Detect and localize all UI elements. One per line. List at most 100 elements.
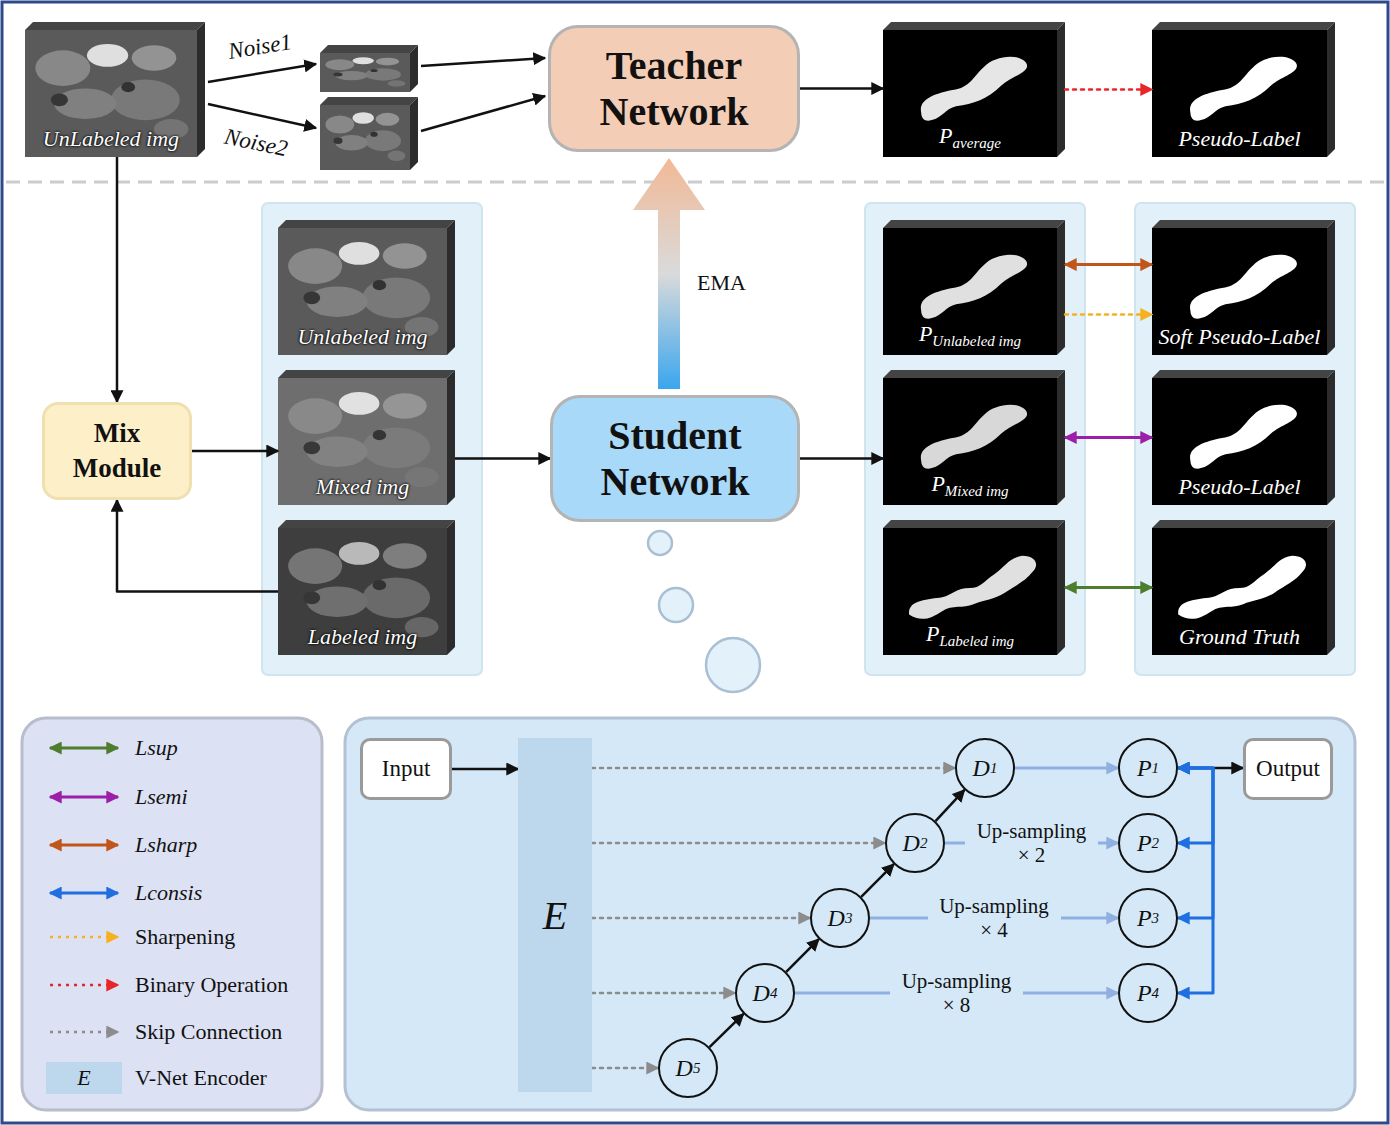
legend-sample [50, 984, 118, 987]
image-caption: Labeled img [278, 624, 447, 650]
image-caption: Mixed img [278, 474, 447, 500]
connector [116, 157, 119, 402]
noise-arrow [208, 104, 316, 128]
image-caption: PMixed img [883, 471, 1057, 500]
connector [1065, 88, 1152, 91]
node-label: D [828, 905, 845, 932]
node-label: P [919, 321, 932, 346]
image-group [25, 22, 1335, 655]
prediction-circle: P1 [1118, 738, 1178, 798]
prediction-image: PMixed img [883, 370, 1065, 505]
box-top-face [320, 45, 418, 53]
ct-scan [320, 53, 410, 92]
edge-label: Up-sampling × 4 [928, 894, 1061, 942]
node-label: Unlabeled img [297, 324, 427, 349]
ema-arrow [633, 158, 705, 389]
teacher-input-arrow [421, 58, 545, 66]
mask-ground [1152, 30, 1327, 157]
legend-sample [50, 936, 118, 939]
node-label: UnLabeled img [43, 126, 179, 151]
mask-ground [883, 30, 1057, 157]
ct-anatomy [325, 57, 405, 86]
prediction-image: PUnlabeled img [883, 220, 1065, 355]
image-caption: Soft Pseudo-Label [1152, 324, 1327, 350]
network-box: Student Network [550, 395, 800, 522]
node-label: D [973, 755, 990, 782]
box-side-face [1327, 520, 1335, 655]
subscript: 3 [1152, 910, 1160, 927]
encoder-bar: E [518, 738, 592, 1092]
swatch-letter: E [77, 1065, 90, 1091]
box-top-face [883, 520, 1065, 528]
legend-text: Lsharp [135, 831, 197, 859]
connector [592, 842, 885, 845]
connector [1178, 768, 1213, 993]
image-caption: PUnlabeled img [883, 321, 1057, 350]
node-label: Ground Truth [1179, 624, 1300, 649]
connector [452, 768, 518, 771]
connector [795, 992, 1118, 995]
decoder-circle: D2 [885, 813, 945, 873]
prediction-circle: P4 [1118, 963, 1178, 1023]
node-label: Soft Pseudo-Label [1159, 324, 1321, 349]
ct-anatomy [288, 542, 438, 637]
io-box: Output [1243, 738, 1333, 800]
box-side-face [410, 45, 418, 92]
subscript: 2 [1152, 835, 1160, 852]
node-label: D [903, 830, 920, 857]
prediction-circle: P3 [1118, 888, 1178, 948]
mask-shape [921, 405, 1027, 469]
image-caption: PLabeled img [883, 621, 1057, 650]
box-side-face [1327, 220, 1335, 355]
connector [592, 917, 810, 920]
ct-anatomy [35, 44, 188, 139]
box-top-face [883, 22, 1065, 30]
edge-label: EMA [697, 270, 746, 296]
box-top-face [1152, 220, 1335, 228]
ct-scan [278, 378, 447, 505]
node-label: Labeled img [308, 624, 417, 649]
node-label: Pseudo-Label [1178, 126, 1300, 151]
ct-anatomy [288, 242, 438, 337]
legend-text: Sharpening [135, 923, 235, 951]
box-side-face [1057, 220, 1065, 355]
legend-panel [22, 718, 322, 1110]
connector [1065, 586, 1152, 589]
target-panel [1135, 203, 1355, 675]
label-image: Pseudo-Label [1152, 22, 1335, 157]
connector [786, 939, 819, 972]
connector [192, 450, 278, 453]
prediction-panel [865, 203, 1085, 675]
ct-image: Labeled img [278, 520, 455, 655]
legend-sample [50, 747, 118, 750]
node-label: P [939, 123, 952, 148]
node-label: Pseudo-Label [1178, 474, 1300, 499]
connector [861, 864, 894, 897]
connector [800, 457, 883, 460]
subscript: 1 [1152, 760, 1160, 777]
connector [1015, 767, 1118, 770]
box-top-face [1152, 370, 1335, 378]
box-top-face [278, 220, 455, 228]
network-box: Teacher Network [548, 25, 800, 152]
legend-text: Skip Connection [135, 1018, 282, 1046]
connector [800, 87, 883, 90]
legend-text: V-Net Encoder [135, 1064, 267, 1092]
node-label: Mixed img [316, 474, 409, 499]
decoder-circle: D5 [658, 1038, 718, 1098]
node-label: Output [1256, 756, 1320, 782]
thought-bubble [648, 531, 672, 555]
connector [870, 917, 1118, 920]
edge-label: Up-sampling × 8 [890, 969, 1023, 1017]
connector [117, 500, 278, 592]
node-label: Input [382, 756, 431, 782]
connector [592, 1067, 658, 1070]
noise-arrow [208, 64, 316, 82]
image-caption: Pseudo-Label [1152, 126, 1327, 152]
prediction-circle: P2 [1118, 813, 1178, 873]
decoder-circle: D4 [735, 963, 795, 1023]
image-caption: Unlabeled img [278, 324, 447, 350]
